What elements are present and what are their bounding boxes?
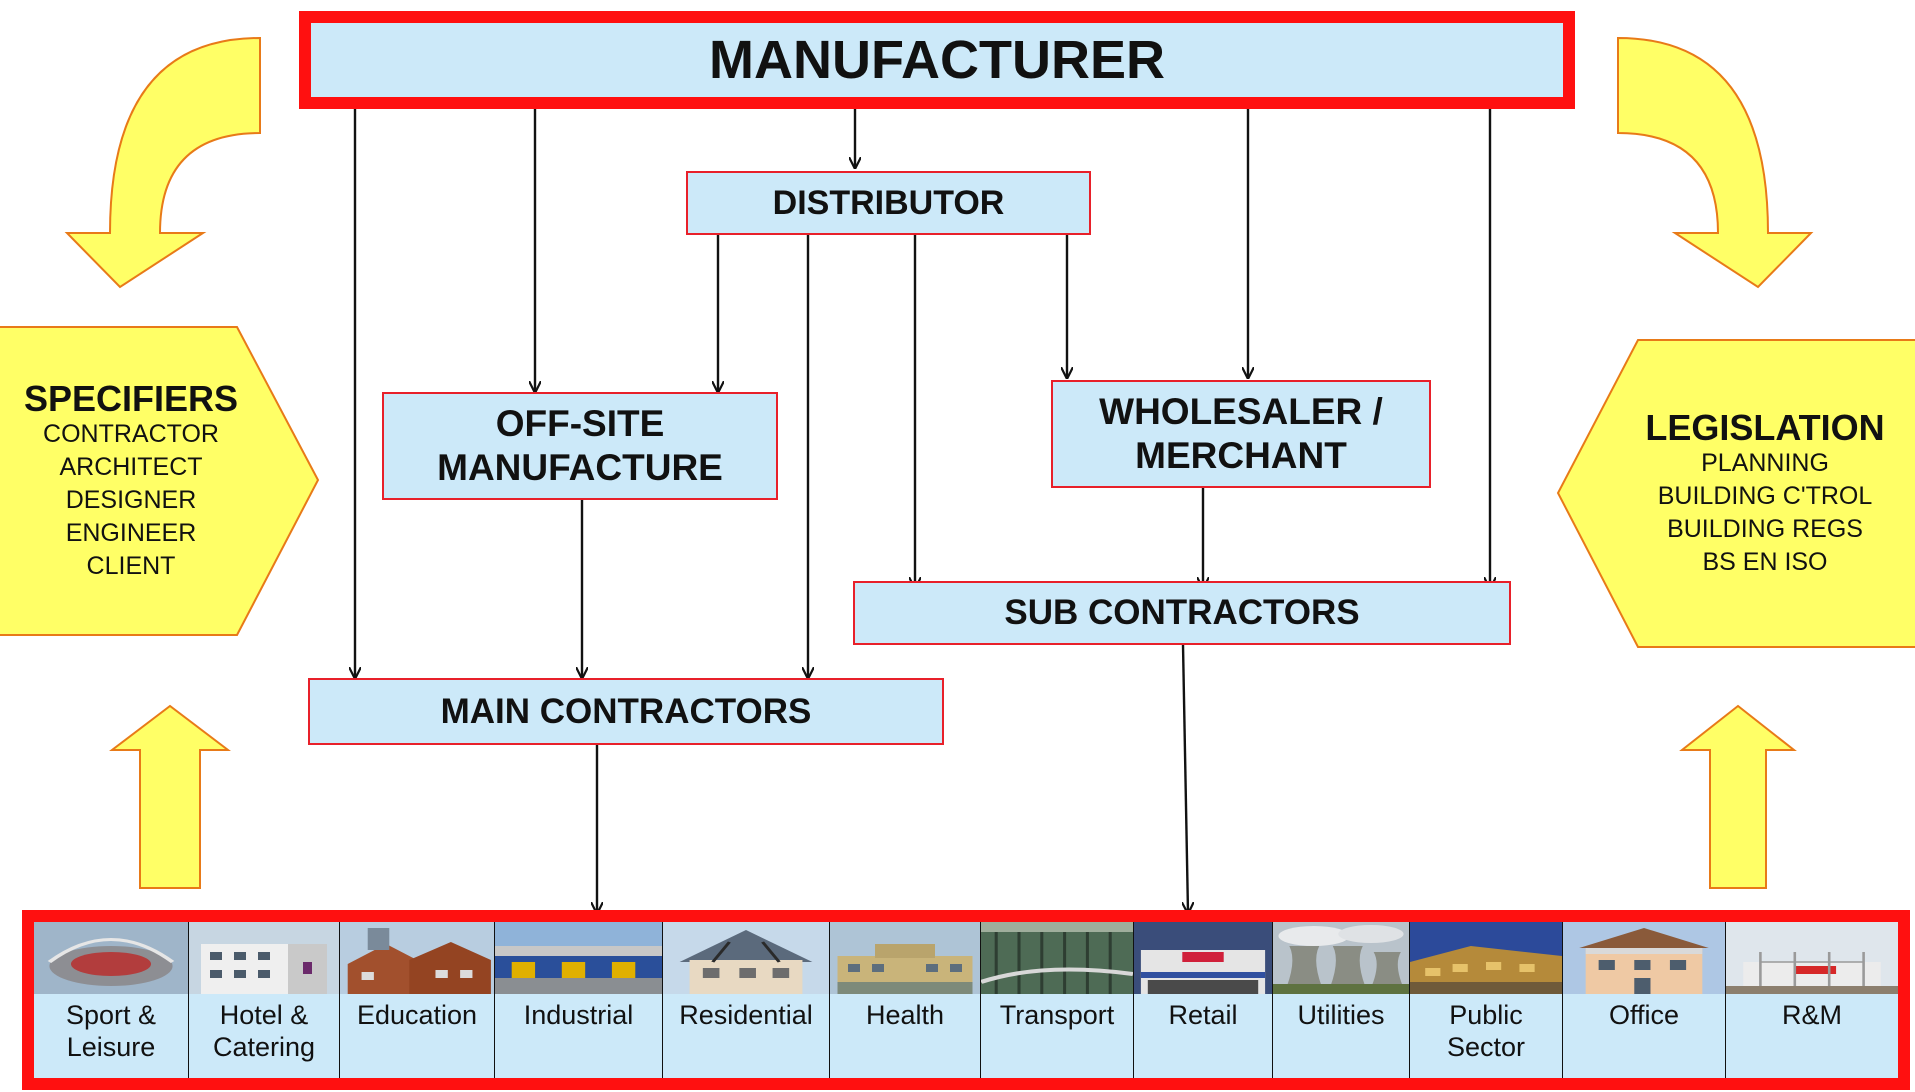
stadium-photo: [34, 922, 188, 994]
sector-label: Transport: [999, 1000, 1115, 1030]
sector-sport-leisure: Sport &Leisure: [34, 922, 189, 1078]
wholesaler-label-line1: WHOLESALER /: [1099, 390, 1383, 432]
sector-office: Office: [1563, 922, 1726, 1078]
sector-rm: R&M: [1726, 922, 1898, 1078]
sector-label: Sector: [1446, 1032, 1526, 1063]
curved-arrow-right-icon: [1617, 36, 1814, 289]
sector-label: R&M: [1782, 1000, 1842, 1030]
offsite-manufacture-box: OFF-SITE MANUFACTURE: [382, 392, 778, 500]
sector-label: Office: [1608, 1000, 1680, 1030]
cooling-towers-photo: [1273, 922, 1409, 994]
wholesaler-merchant-box: WHOLESALER / MERCHANT: [1051, 380, 1431, 488]
wholesaler-label-line2: MERCHANT: [1135, 435, 1347, 476]
curved-arrow-left-icon: [64, 36, 261, 289]
legislation-hexagon-shape: [1556, 339, 1915, 648]
sector-label: Health: [865, 1000, 945, 1030]
legislation-item: BS EN ISO: [1702, 548, 1828, 577]
sector-label: Hotel &: [219, 1000, 309, 1030]
sector-label: Residential: [679, 1000, 813, 1030]
sector-label: Utilities: [1297, 1000, 1385, 1030]
sector-label: Industrial: [523, 1000, 634, 1030]
sector-retail: Retail: [1134, 922, 1273, 1078]
main-contractors-box: MAIN CONTRACTORS: [308, 678, 944, 745]
office-photo: [1563, 922, 1725, 994]
specifiers-panel: SPECIFIERS CONTRACTOR ARCHITECT DESIGNER…: [0, 327, 262, 635]
distributor-box: DISTRIBUTOR: [686, 171, 1091, 235]
arrow-sub-contractors-to-sectors: [1183, 644, 1188, 913]
main-contractors-label: MAIN CONTRACTORS: [440, 691, 812, 731]
specifiers-item: DESIGNER: [65, 486, 197, 515]
specifiers-title: SPECIFIERS: [23, 377, 239, 419]
store-photo: [1134, 922, 1272, 994]
sector-residential: Residential: [663, 922, 830, 1078]
offsite-label-line1: OFF-SITE: [495, 402, 665, 444]
specifiers-hexagon-shape: [0, 326, 320, 636]
hospital-photo: [830, 922, 980, 994]
sector-transport: Transport: [981, 922, 1134, 1078]
sector-industrial: Industrial: [495, 922, 663, 1078]
specifiers-item: ENGINEER: [65, 519, 197, 548]
warehouse-photo: [495, 922, 662, 994]
sectors-strip: Sport &Leisure Hotel &Catering Education…: [22, 910, 1910, 1090]
distributor-label: DISTRIBUTOR: [772, 183, 1005, 222]
sector-label: Public: [1449, 1000, 1523, 1030]
sub-contractors-box: SUB CONTRACTORS: [853, 581, 1511, 645]
house-photo: [663, 922, 829, 994]
sector-label: Sport &: [65, 1000, 157, 1030]
sector-hotel-catering: Hotel &Catering: [189, 922, 340, 1078]
station-photo: [981, 922, 1133, 994]
legislation-item: BUILDING C'TROL: [1657, 482, 1873, 511]
manufacturer-box: MANUFACTURER: [299, 11, 1575, 109]
specifiers-item: ARCHITECT: [59, 453, 203, 482]
flow-arrows: [355, 108, 1490, 913]
hotel-photo: [189, 922, 339, 994]
sector-label: Catering: [212, 1032, 316, 1063]
sub-contractors-label: SUB CONTRACTORS: [1004, 593, 1360, 632]
manufacturer-label: MANUFACTURER: [709, 29, 1165, 90]
offsite-label-line2: MANUFACTURE: [437, 447, 723, 488]
legislation-item: PLANNING: [1701, 449, 1829, 478]
legislation-title: LEGISLATION: [1645, 406, 1885, 448]
up-arrow-right-icon: [1679, 704, 1797, 889]
up-arrow-left-icon: [109, 704, 231, 889]
civic-building-photo: [1410, 922, 1562, 994]
specifiers-item: CONTRACTOR: [43, 420, 219, 449]
specifiers-item: CLIENT: [86, 552, 176, 581]
sector-label: Education: [356, 1000, 478, 1030]
legislation-panel: LEGISLATION PLANNING BUILDING C'TROL BUI…: [1615, 340, 1915, 647]
sector-education: Education: [340, 922, 495, 1078]
school-photo: [340, 922, 494, 994]
sector-health: Health: [830, 922, 981, 1078]
sector-label: Retail: [1168, 1000, 1238, 1030]
sector-label: Leisure: [66, 1032, 156, 1063]
legislation-item: BUILDING REGS: [1667, 515, 1863, 544]
sector-utilities: Utilities: [1273, 922, 1410, 1078]
repair-photo: [1726, 922, 1898, 994]
